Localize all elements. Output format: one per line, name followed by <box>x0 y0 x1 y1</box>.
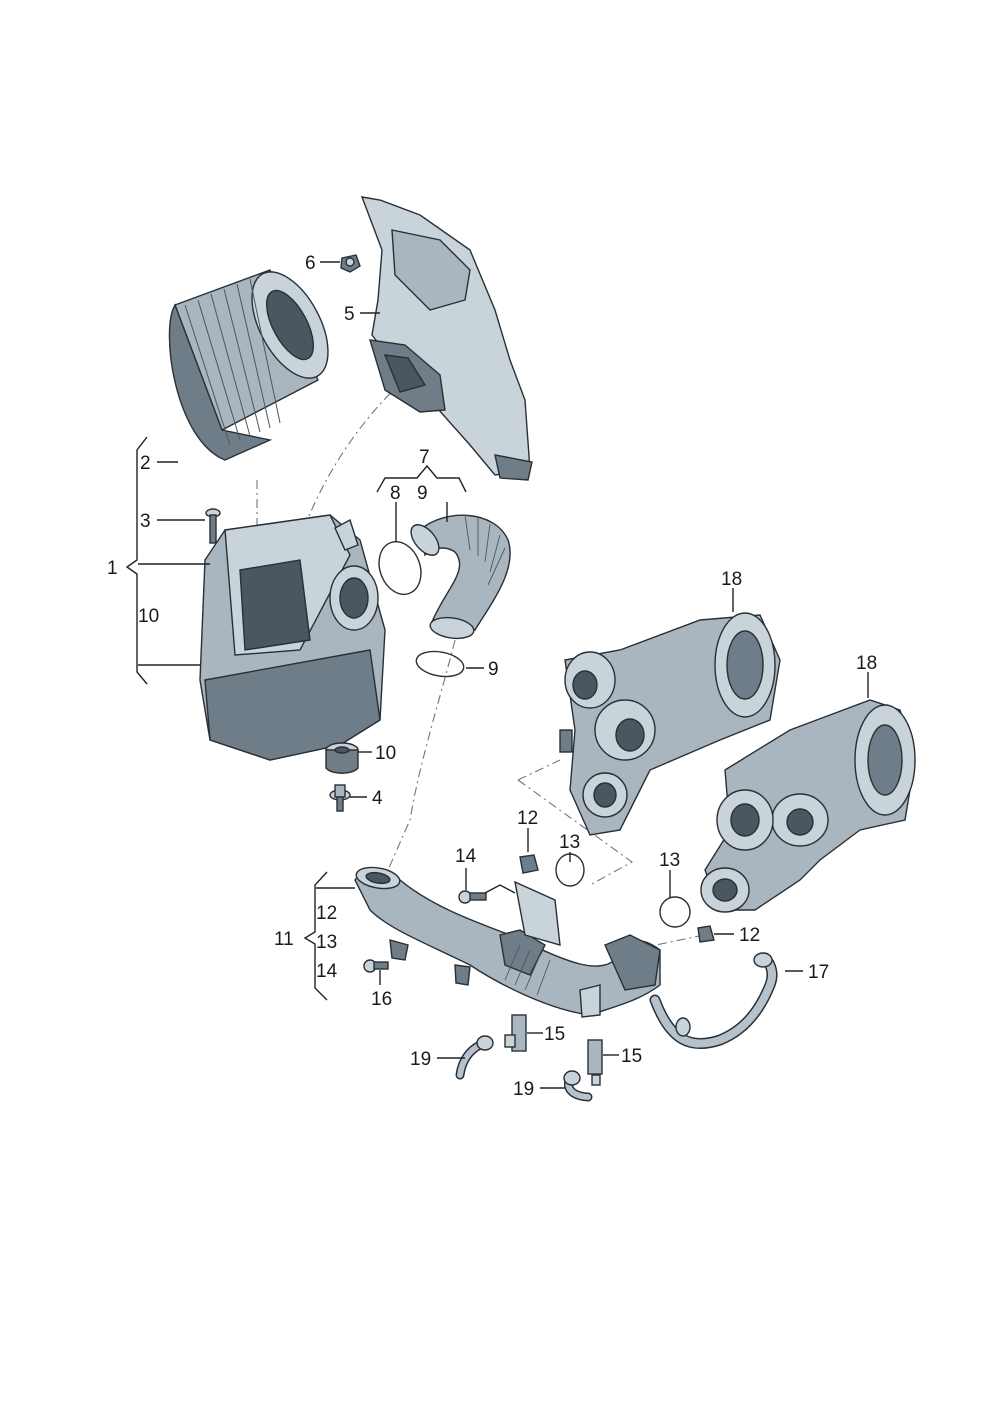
fitting-15-left <box>504 1014 527 1052</box>
intake-hose-9 <box>410 514 511 640</box>
breather-hose-17 <box>649 952 778 1050</box>
label-19-right: 19 <box>513 1079 534 1100</box>
turbocharger-lower <box>700 699 916 913</box>
label-18-upper: 18 <box>721 569 742 590</box>
label-7: 7 <box>419 447 430 468</box>
label-18-lower: 18 <box>856 653 877 674</box>
label-16: 16 <box>371 989 392 1010</box>
label-10-housing: 10 <box>138 606 159 627</box>
screw-6 <box>340 254 361 273</box>
label-12-upper: 12 <box>517 808 538 829</box>
turbocharger-upper <box>559 612 781 836</box>
label-9-clamp: 9 <box>488 659 499 680</box>
label-15-left: 15 <box>544 1024 565 1045</box>
label-4: 4 <box>372 788 383 809</box>
label-5: 5 <box>344 304 355 325</box>
screw-3 <box>205 508 221 544</box>
bolt-16 <box>363 959 389 973</box>
label-13-right: 13 <box>659 850 680 871</box>
label-11: 11 <box>274 929 294 950</box>
hose-19-left <box>455 1035 494 1080</box>
label-19-left: 19 <box>410 1049 431 1070</box>
clip-12-upper <box>519 854 539 874</box>
intake-pipe-11 <box>354 866 661 1018</box>
callout-labels: 1 2 3 10 6 5 7 8 9 9 10 4 18 18 12 13 14… <box>107 253 877 1100</box>
label-15-right: 15 <box>621 1046 642 1067</box>
hose-19-right <box>563 1070 593 1102</box>
air-intake-duct <box>360 196 533 481</box>
clip-12-right <box>697 925 715 943</box>
air-filter-element <box>168 269 329 461</box>
bolt-4 <box>329 784 351 812</box>
label-13-left: 13 <box>559 832 580 853</box>
label-14-group: 14 <box>316 961 338 982</box>
bolt-14 <box>458 890 487 904</box>
label-17: 17 <box>808 962 829 983</box>
label-10-mount: 10 <box>375 743 396 764</box>
rubber-mount-10 <box>325 742 359 774</box>
label-3: 3 <box>140 511 151 532</box>
label-12-group: 12 <box>316 903 337 924</box>
o-ring-13-right <box>659 896 691 928</box>
label-8: 8 <box>390 483 401 504</box>
fitting-15-right <box>587 1039 603 1086</box>
label-1: 1 <box>107 558 118 579</box>
label-9-bracket: 9 <box>417 483 428 504</box>
leader-lines <box>125 261 869 1089</box>
hose-clamp-9 <box>415 650 465 678</box>
label-12-right: 12 <box>739 925 760 946</box>
hose-clamp-8 <box>378 541 422 595</box>
label-6: 6 <box>305 253 316 274</box>
label-2: 2 <box>140 453 151 474</box>
label-14-upper: 14 <box>455 846 477 867</box>
air-filter-housing <box>199 514 386 761</box>
label-13-group: 13 <box>316 932 337 953</box>
